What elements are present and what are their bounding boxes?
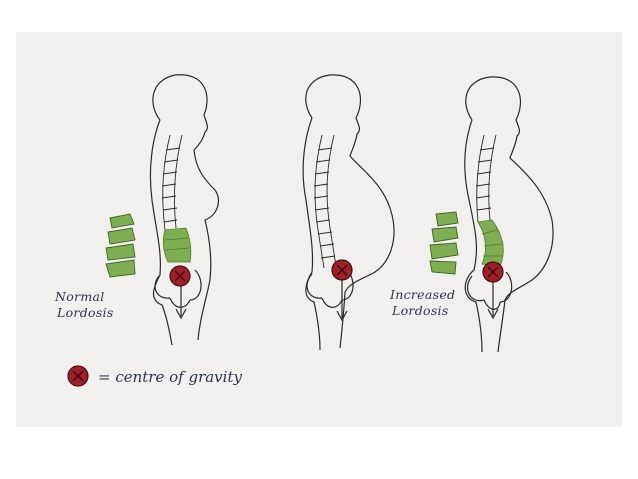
vertebrae-detail-normal <box>105 213 136 278</box>
gravity-arrow-increased <box>487 282 499 320</box>
spine-upper-normal <box>162 134 183 231</box>
label-normal-line1: Normal <box>55 289 105 304</box>
body-outline-normal <box>149 74 219 346</box>
lumbar-green-increased <box>477 219 504 267</box>
legend-cog-symbol <box>67 365 89 387</box>
vertebrae-detail-increased <box>429 211 459 275</box>
drawing-sheet <box>16 32 622 427</box>
cog-pregnant <box>331 259 353 281</box>
spine-upper-pregnant <box>314 134 337 269</box>
label-increased-line2: Lordosis <box>392 303 449 318</box>
pelvis-normal <box>154 269 202 308</box>
body-outline-pregnant <box>302 74 395 351</box>
spine-upper-increased <box>476 134 497 223</box>
figure-increased <box>464 76 554 353</box>
legend-text: = centre of gravity <box>98 368 242 386</box>
body-outline-increased <box>464 76 554 353</box>
cog-increased <box>482 261 504 283</box>
label-increased-line1: Increased <box>390 287 456 302</box>
gravity-arrow-normal <box>175 286 187 320</box>
cog-normal <box>169 265 191 287</box>
figure-normal <box>149 74 219 346</box>
figure-pregnant <box>302 74 395 351</box>
gravity-arrow-pregnant <box>336 280 348 322</box>
lumbar-green-normal <box>162 227 192 263</box>
label-normal-line2: Lordosis <box>57 305 114 320</box>
